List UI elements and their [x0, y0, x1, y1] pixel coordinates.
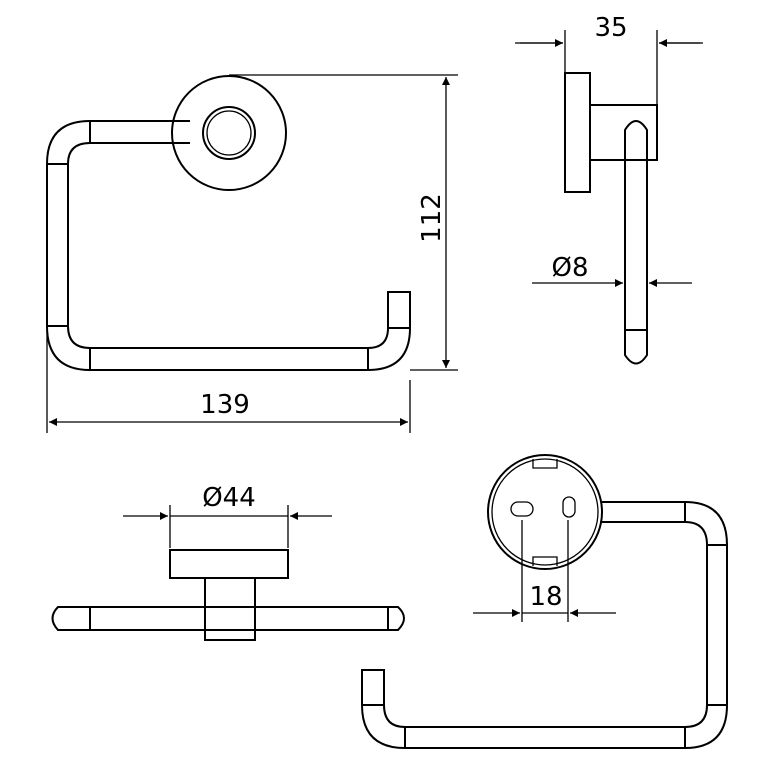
height-dimension-label: 112	[417, 193, 447, 243]
hole-spacing-label: 18	[529, 582, 562, 612]
front-view: 112 139	[46, 74, 458, 433]
depth-dimension-label: 35	[594, 13, 627, 43]
top-view: Ø44	[51, 483, 405, 641]
rod-diameter-label: Ø8	[551, 253, 588, 283]
plate-diameter-label: Ø44	[202, 483, 256, 513]
rear-view: 18	[361, 454, 728, 749]
width-dimension-label: 139	[200, 390, 250, 420]
side-view: 35 Ø8	[515, 13, 703, 365]
